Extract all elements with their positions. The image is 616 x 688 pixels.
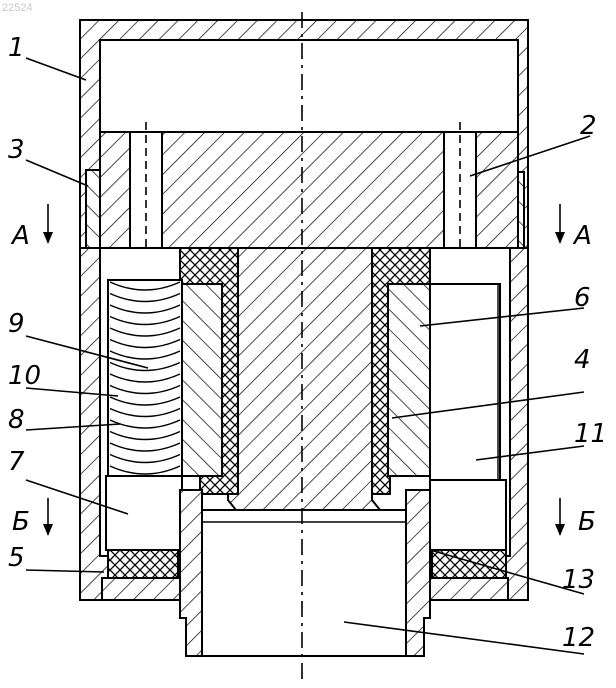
label-12: 12	[562, 623, 595, 653]
label-5: 5	[8, 543, 25, 573]
part-11-chamber	[430, 284, 500, 480]
part-6-holder-right	[388, 284, 430, 476]
section-b-left-text: Б	[12, 507, 30, 537]
label-7: 7	[8, 447, 25, 477]
label-9: 9	[8, 309, 25, 339]
label-2: 2	[580, 111, 597, 141]
label-10: 10	[8, 361, 41, 391]
section-b-right-text: Б	[578, 507, 596, 537]
label-8: 8	[8, 405, 25, 435]
label-3: 3	[8, 135, 25, 165]
label-4: 4	[574, 345, 591, 375]
label-13: 13	[562, 565, 595, 595]
central-shaft	[228, 248, 380, 510]
part-8-holder-left	[180, 284, 222, 476]
part-2-plug	[100, 122, 518, 248]
section-a-left-text: А	[10, 221, 30, 251]
label-6: 6	[574, 283, 591, 313]
section-a-left: А	[10, 204, 53, 251]
watermark-text: 22524	[2, 2, 33, 14]
section-a-right: А	[555, 204, 592, 251]
section-b-left: Б	[12, 498, 53, 537]
label-11: 11	[574, 419, 607, 449]
section-a-right-text: А	[572, 221, 592, 251]
section-b-right: Б	[555, 498, 596, 537]
part-12-outlet	[202, 510, 406, 656]
label-1: 1	[8, 33, 25, 63]
